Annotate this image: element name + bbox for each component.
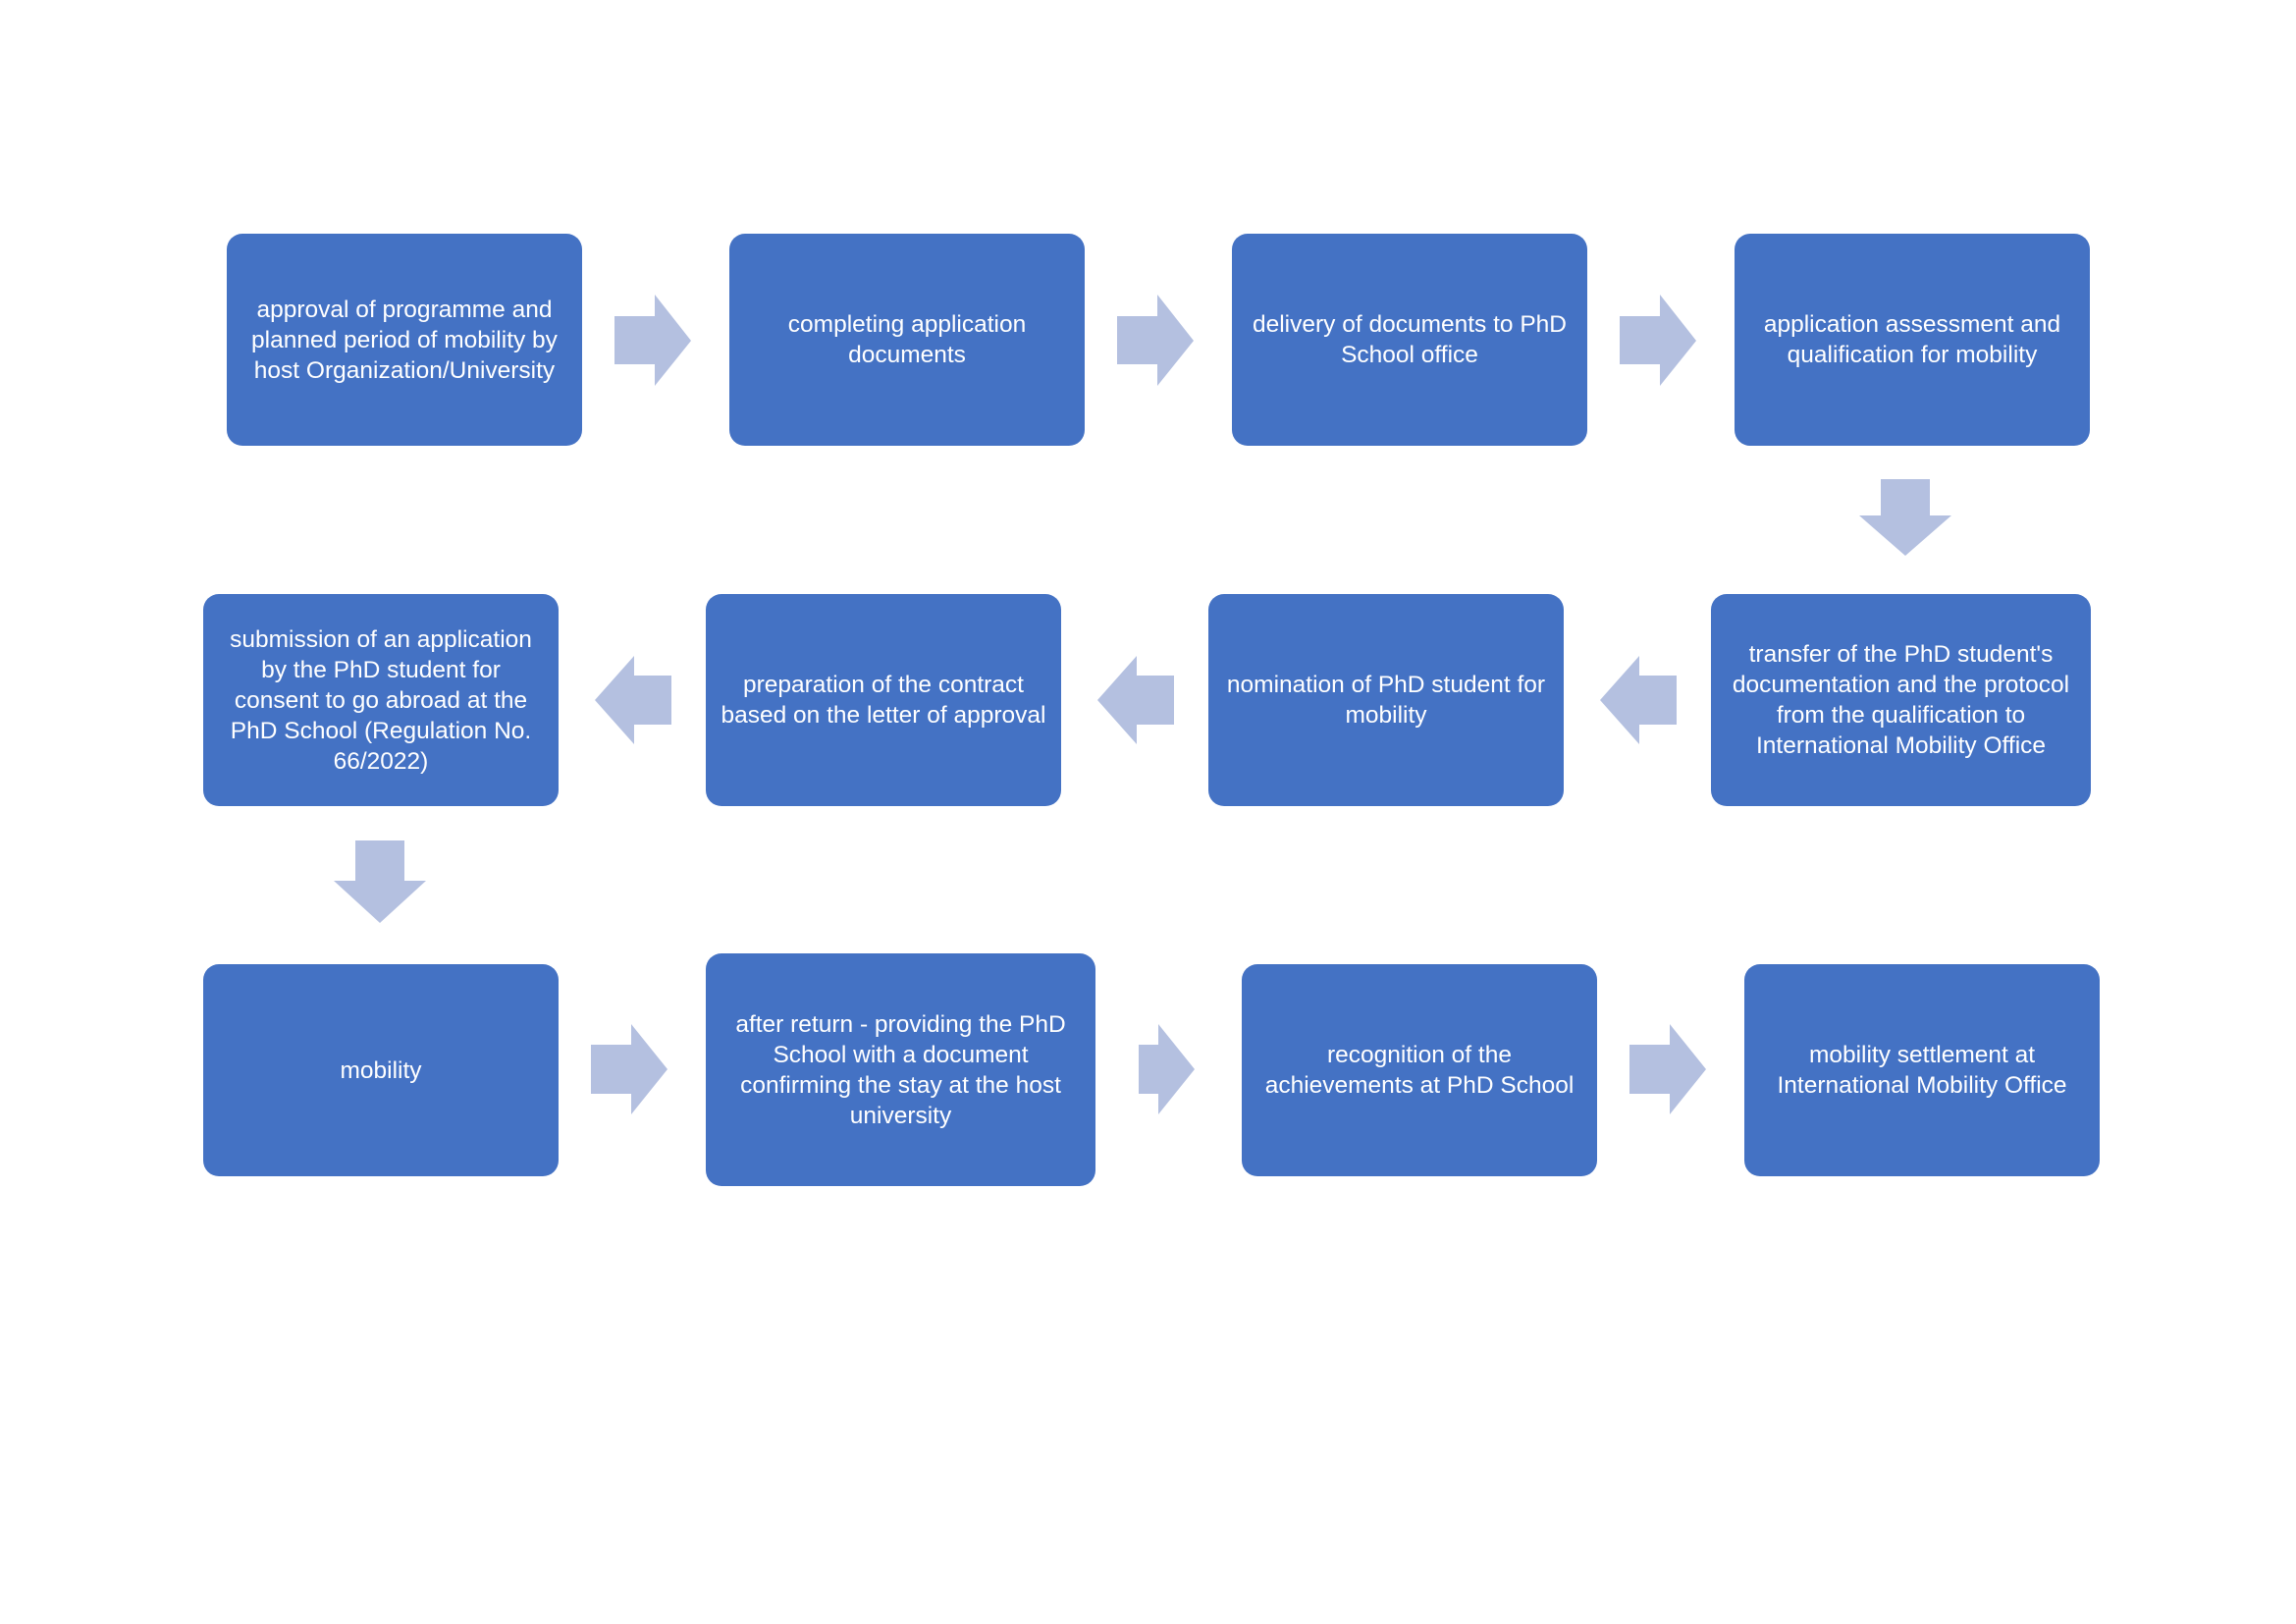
step-9-box: mobility [203,964,559,1176]
step-2-label: completing application documents [787,311,1027,368]
step-12-label: mobility settlement at International Mob… [1777,1042,2067,1099]
step-8-label: submission of an application by the PhD … [230,625,532,775]
step-11-box: recognition of the achievements at PhD S… [1242,964,1597,1176]
step-7-box: preparation of the contract based on the… [706,594,1061,806]
step-10-label: after return - providing the PhD School … [735,1010,1066,1129]
arrow-right-4 [591,1024,667,1114]
step-4-box: application assessment and qualification… [1735,234,2090,446]
step-4-label: application assessment and qualification… [1763,311,2061,368]
step-3-box: delivery of documents to PhD School offi… [1232,234,1587,446]
arrow-left-1 [1600,656,1677,744]
step-5-box: transfer of the PhD student's documentat… [1711,594,2091,806]
arrow-left-3 [595,656,671,744]
step-10-box: after return - providing the PhD School … [706,953,1095,1186]
step-6-label: nomination of PhD student for mobility [1226,672,1546,729]
arrow-right-5 [1139,1024,1195,1114]
step-12-box: mobility settlement at International Mob… [1744,964,2100,1176]
arrow-right-6 [1629,1024,1706,1114]
arrow-right-1 [614,295,691,386]
step-6-box: nomination of PhD student for mobility [1208,594,1564,806]
step-9-label: mobility [340,1056,422,1084]
step-2-box: completing application documents [729,234,1085,446]
step-3-label: delivery of documents to PhD School offi… [1252,311,1568,368]
arrow-down-1 [1859,479,1951,556]
arrow-left-2 [1097,656,1174,744]
step-11-label: recognition of the achievements at PhD S… [1264,1042,1575,1099]
step-1-box: approval of programme and planned period… [227,234,582,446]
step-1-label: approval of programme and planned period… [251,296,558,384]
step-5-label: transfer of the PhD student's documentat… [1732,641,2070,759]
step-8-box: submission of an application by the PhD … [203,594,559,806]
arrow-right-2 [1117,295,1194,386]
arrow-down-2 [334,840,426,923]
arrow-right-3 [1620,295,1696,386]
step-7-label: preparation of the contract based on the… [721,672,1046,729]
